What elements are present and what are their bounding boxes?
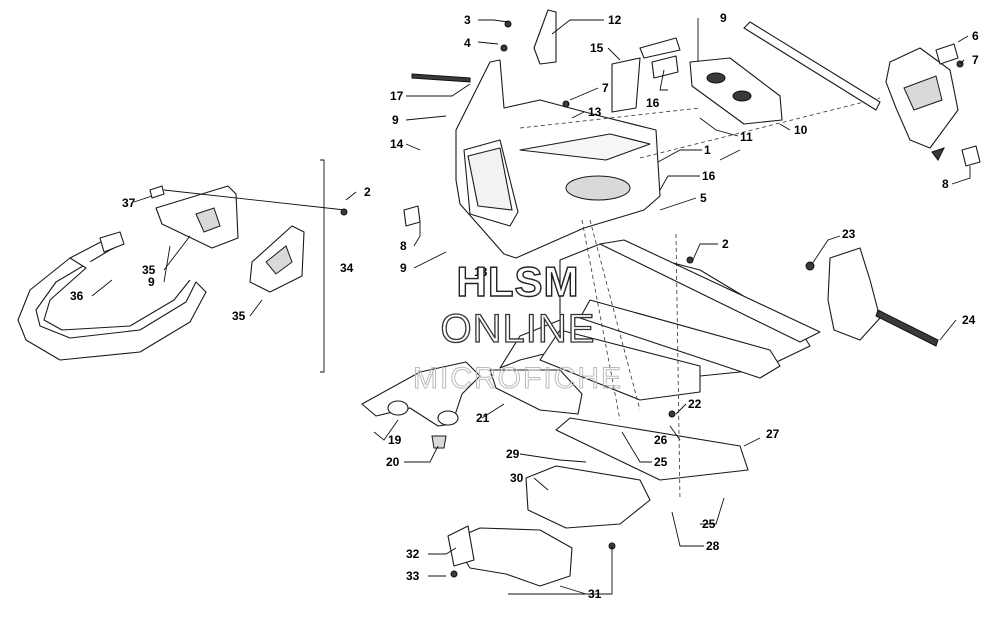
crossmember (579, 299, 781, 379)
watermark: HLSM ONLINE MICROFICHE (413, 257, 623, 395)
callout-15: 15 (590, 41, 604, 55)
watermark-line-3: MICROFICHE (413, 362, 623, 395)
callout-7-right: 7 (972, 53, 979, 67)
callout-35-bottom: 35 (232, 309, 246, 323)
front-bumper (17, 231, 207, 361)
callout-9-c: 9 (148, 275, 155, 289)
mirror-bracket (533, 9, 557, 65)
callout-12: 12 (608, 13, 622, 27)
callout-25-top: 25 (654, 455, 668, 469)
callout-1: 1 (704, 143, 711, 157)
wiring-harness (611, 57, 641, 113)
callout-36: 36 (70, 289, 84, 303)
fasteners (340, 20, 964, 578)
skid-plate-lower (451, 527, 573, 587)
callout-14: 14 (390, 137, 404, 151)
bushing-8-left (403, 205, 421, 227)
callout-20: 20 (386, 455, 400, 469)
main-chassis (361, 239, 881, 449)
bolt-24 (875, 309, 939, 347)
left-spindle-mount (489, 369, 583, 415)
callout-8-left: 8 (400, 239, 407, 253)
callout-6: 6 (972, 29, 979, 43)
front-frame (455, 9, 881, 259)
skid-plate-upper (555, 417, 749, 481)
callout-32: 32 (406, 547, 420, 561)
callout-16-top: 16 (646, 96, 660, 110)
callout-29: 29 (506, 447, 520, 461)
callout-11: 11 (740, 130, 753, 144)
callout-34: 34 (340, 261, 354, 275)
callout-13: 13 (588, 105, 602, 119)
skid-plates (447, 417, 749, 587)
callout-19: 19 (388, 433, 402, 447)
callout-4: 4 (464, 36, 471, 50)
callout-10: 10 (794, 123, 808, 137)
support-rail (743, 21, 881, 111)
callout-25-bottom: 25 (702, 517, 716, 531)
callout-27: 27 (766, 427, 780, 441)
callout-2-left: 2 (364, 185, 371, 199)
skid-plate-middle (525, 465, 651, 529)
callout-9-b: 9 (400, 261, 407, 275)
callout-9-a: 9 (392, 113, 399, 127)
callout-23: 23 (842, 227, 856, 241)
callout-7-left: 7 (602, 81, 609, 95)
callout-3: 3 (464, 13, 471, 27)
callout-33: 33 (406, 569, 420, 583)
callout-30: 30 (510, 471, 524, 485)
callout-2-right: 2 (722, 237, 729, 251)
rubber-bushing-right (961, 145, 981, 167)
headlight-mount-plate (689, 57, 783, 125)
callout-18: 18 (474, 265, 488, 279)
watermark-line-1: HLSM (457, 258, 580, 305)
callout-24: 24 (962, 313, 976, 327)
callout-31: 31 (588, 587, 602, 601)
callout-21: 21 (476, 411, 490, 425)
steering-bracket (743, 21, 981, 167)
callout-26: 26 (654, 433, 668, 447)
callout-37: 37 (122, 196, 136, 210)
callout-5: 5 (700, 191, 707, 205)
callout-22: 22 (688, 397, 702, 411)
callout-35-top: 35 (142, 263, 156, 277)
watermark-line-2: ONLINE (441, 307, 596, 351)
bolt-17 (411, 73, 471, 83)
callout-28: 28 (706, 539, 720, 553)
callout-8-right: 8 (942, 177, 949, 191)
callout-16-right: 16 (702, 169, 716, 183)
callout-17: 17 (390, 89, 404, 103)
callout-9-top: 9 (720, 11, 727, 25)
leader-lines (91, 18, 971, 595)
callout-labels: 3 4 12 15 16 17 7 13 9 14 9 11 10 1 16 5… (70, 11, 979, 601)
rear-mount-plate (827, 247, 881, 341)
bumper-assembly (17, 159, 346, 373)
